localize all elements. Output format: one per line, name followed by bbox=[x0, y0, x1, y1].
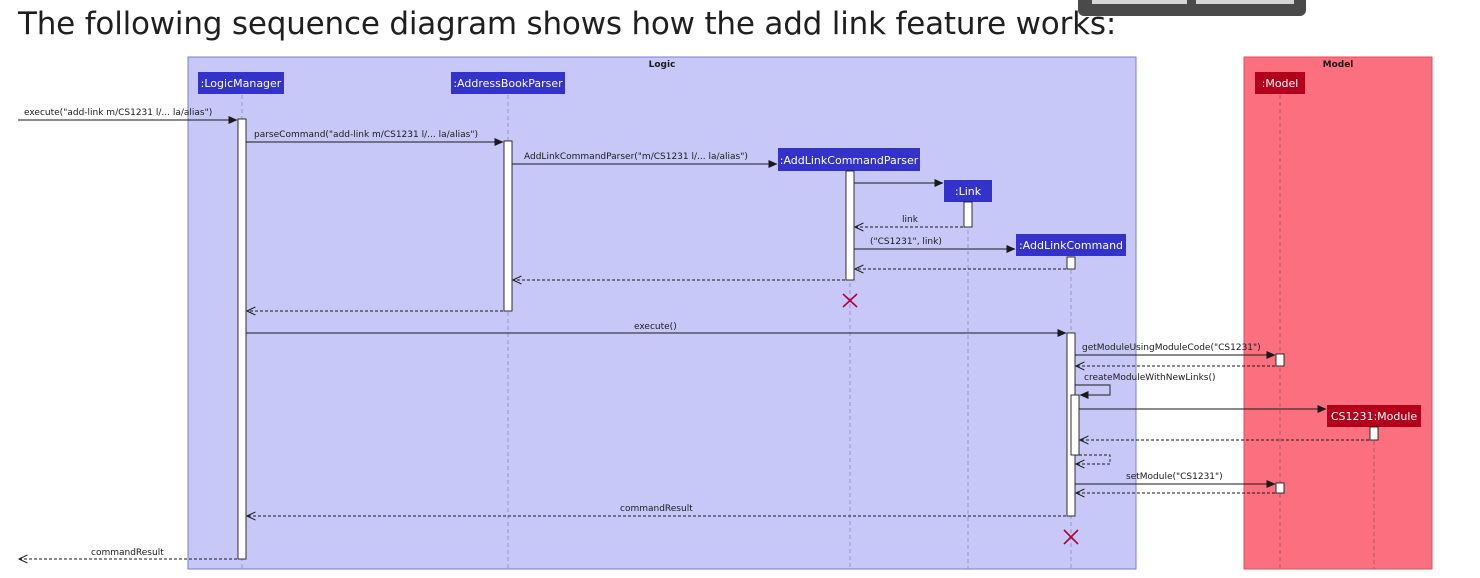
link-return-label: link bbox=[902, 215, 919, 225]
create-command-label: ("CS1231", link) bbox=[870, 237, 942, 247]
command-result-out-label: commandResult bbox=[91, 548, 164, 558]
create-parser-label: AddLinkCommandParser("m/CS1231 l/... la/… bbox=[524, 152, 748, 162]
model-box bbox=[1243, 56, 1433, 570]
execute-in-label: execute("add-link m/CS1231 l/... la/alia… bbox=[24, 108, 212, 118]
add-link-command-label: :AddLinkCommand bbox=[1019, 239, 1123, 252]
link-label: :Link bbox=[955, 185, 982, 198]
command-result-inner-label: commandResult bbox=[620, 504, 693, 514]
get-module-label: getModuleUsingModuleCode("CS1231") bbox=[1082, 343, 1261, 353]
model-activation-2 bbox=[1275, 482, 1285, 494]
set-module-label: setModule("CS1231") bbox=[1126, 472, 1223, 482]
participant-logic-manager: :LogicManager bbox=[198, 72, 284, 94]
floating-toolbar bbox=[1078, 0, 1306, 16]
add-link-command-nested-activation bbox=[1070, 394, 1080, 456]
participant-address-book-parser: :AddressBookParser bbox=[451, 72, 565, 94]
add-link-command-parser-activation bbox=[845, 170, 855, 281]
module-label: CS1231:Module bbox=[1331, 410, 1418, 423]
logic-manager-label: :LogicManager bbox=[201, 77, 282, 90]
add-link-command-activation-1 bbox=[1066, 256, 1076, 270]
address-book-parser-label: :AddressBookParser bbox=[453, 77, 563, 90]
module-activation bbox=[1369, 426, 1379, 441]
participant-module: CS1231:Module bbox=[1327, 405, 1421, 427]
model-box-title: Model bbox=[1323, 60, 1354, 70]
logic-box-title: Logic bbox=[649, 60, 676, 70]
logic-manager-activation bbox=[237, 118, 247, 560]
execute-label: execute() bbox=[634, 322, 677, 332]
participant-model: :Model bbox=[1255, 72, 1305, 94]
link-activation bbox=[963, 201, 973, 228]
page-heading: The following sequence diagram shows how… bbox=[18, 6, 1117, 42]
create-module-self-arrow bbox=[1075, 384, 1111, 399]
model-label: :Model bbox=[1262, 77, 1299, 90]
create-module-return-self-arrow bbox=[1076, 454, 1111, 464]
add-link-command-destroy-mark bbox=[1063, 529, 1079, 545]
add-link-command-parser-label: :AddLinkCommandParser bbox=[780, 154, 919, 167]
participant-add-link-command: :AddLinkCommand bbox=[1016, 234, 1126, 256]
add-link-command-parser-destroy-mark bbox=[842, 293, 858, 308]
participant-add-link-command-parser: :AddLinkCommandParser bbox=[778, 148, 920, 171]
model-activation-1 bbox=[1275, 353, 1285, 367]
create-module-label: createModuleWithNewLinks() bbox=[1084, 373, 1216, 383]
participant-link: :Link bbox=[944, 180, 992, 202]
address-book-parser-activation bbox=[503, 140, 513, 312]
parse-command-label: parseCommand("add-link m/CS1231 l/... la… bbox=[254, 130, 478, 140]
